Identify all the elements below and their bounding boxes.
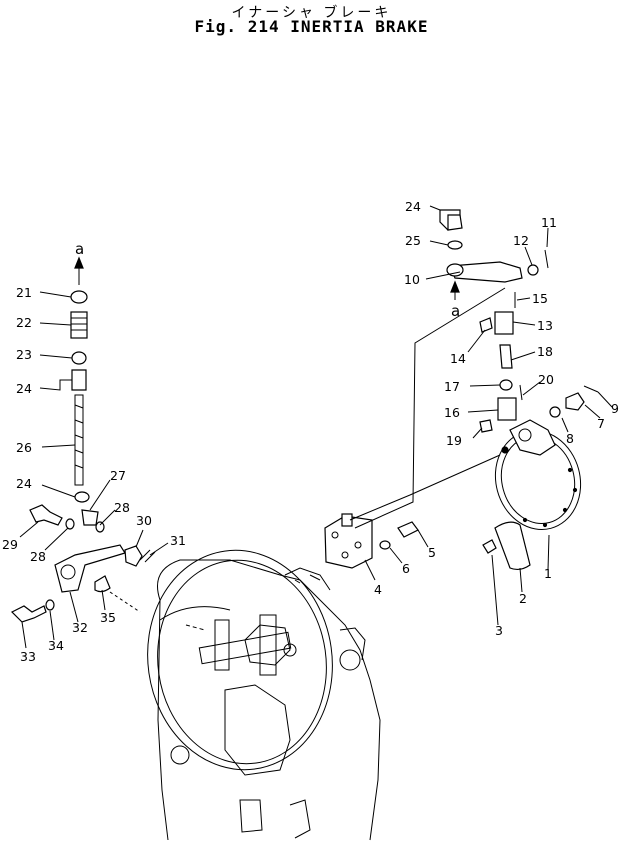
callout-34: 34: [48, 638, 64, 653]
callout-11: 11: [541, 215, 557, 230]
callout-32: 32: [72, 620, 88, 635]
callout-3: 3: [495, 623, 503, 638]
shoe-screw: [482, 539, 497, 554]
washer: [379, 540, 391, 550]
callout-17: 17: [444, 379, 460, 394]
upper-lever: [439, 209, 549, 283]
callout-7: 7: [597, 416, 605, 431]
callout-33: 33: [20, 649, 36, 664]
callout-19: 19: [446, 433, 462, 448]
nut-left: [124, 545, 143, 567]
callout-26: 26: [16, 440, 32, 455]
arrow-up-icon: [450, 280, 460, 293]
leader-lines: [19, 205, 613, 649]
left-rod-assembly: [70, 290, 99, 526]
callout-18: 18: [537, 344, 553, 359]
nut: [565, 392, 585, 411]
callout-14: 14: [450, 351, 466, 366]
washer-lower: [45, 599, 55, 611]
linkage-lines: [109, 287, 506, 631]
callout-5: 5: [428, 545, 436, 560]
callout-35: 35: [100, 610, 116, 625]
lower-pin: [479, 419, 493, 433]
callout-25: 25: [405, 233, 421, 248]
callout-2: 2: [519, 591, 527, 606]
callout-4: 4: [374, 582, 382, 597]
callout-24-lower: 24: [16, 476, 32, 491]
flow-marker-right: a: [451, 302, 460, 320]
woodruff-key: [94, 575, 111, 593]
rod-end: [499, 344, 513, 369]
bolt-lower: [10, 605, 47, 623]
washer: [549, 406, 561, 418]
callout-29: 29: [2, 537, 18, 552]
callout-labels: 1 2 3 4 5 6 7 8 9 10 11 12 13 14 15 16 1…: [2, 199, 619, 664]
callout-24-top: 24: [405, 199, 421, 214]
callout-12: 12: [513, 233, 529, 248]
callout-27: 27: [110, 468, 126, 483]
callout-15: 15: [532, 291, 548, 306]
brake-disc: [147, 549, 333, 771]
clevis: [494, 311, 514, 335]
callout-10: 10: [404, 272, 420, 287]
shaft-assembly: [198, 614, 297, 676]
callout-9: 9: [611, 401, 619, 416]
flow-marker-left: a: [75, 240, 84, 258]
title-japanese: イナーシャ ブレーキ: [231, 5, 392, 21]
bracket-plate: [324, 513, 373, 569]
callout-28-left: 28: [30, 549, 46, 564]
callout-16: 16: [444, 405, 460, 420]
callout-1: 1: [544, 566, 552, 581]
callout-20: 20: [538, 372, 554, 387]
callout-31: 31: [170, 533, 186, 548]
callout-6: 6: [402, 561, 410, 576]
callout-28-right: 28: [114, 500, 130, 515]
arrow-up-icon: [74, 256, 84, 269]
brake-band: [494, 419, 582, 531]
bolt: [397, 521, 419, 538]
cotter-pin: [583, 385, 599, 393]
callout-24-upper: 24: [16, 381, 32, 396]
lock-nut: [499, 379, 513, 391]
callout-22: 22: [16, 315, 32, 330]
lower-clevis: [497, 397, 517, 421]
callout-30: 30: [136, 513, 152, 528]
callout-8: 8: [566, 431, 574, 446]
washer-left: [65, 518, 75, 530]
callout-23: 23: [16, 347, 32, 362]
callout-13: 13: [537, 318, 553, 333]
brake-shoe: [494, 521, 531, 571]
pin-left: [139, 549, 156, 563]
callout-21: 21: [16, 285, 32, 300]
washer-right: [95, 521, 105, 533]
lower-clip: [519, 384, 523, 401]
clevis-pin: [479, 317, 493, 333]
title-english: Fig. 214 INERTIA BRAKE: [194, 17, 429, 36]
transmission-housing: [157, 559, 381, 841]
shift-lever: [54, 544, 126, 593]
bolt-left: [29, 504, 63, 526]
